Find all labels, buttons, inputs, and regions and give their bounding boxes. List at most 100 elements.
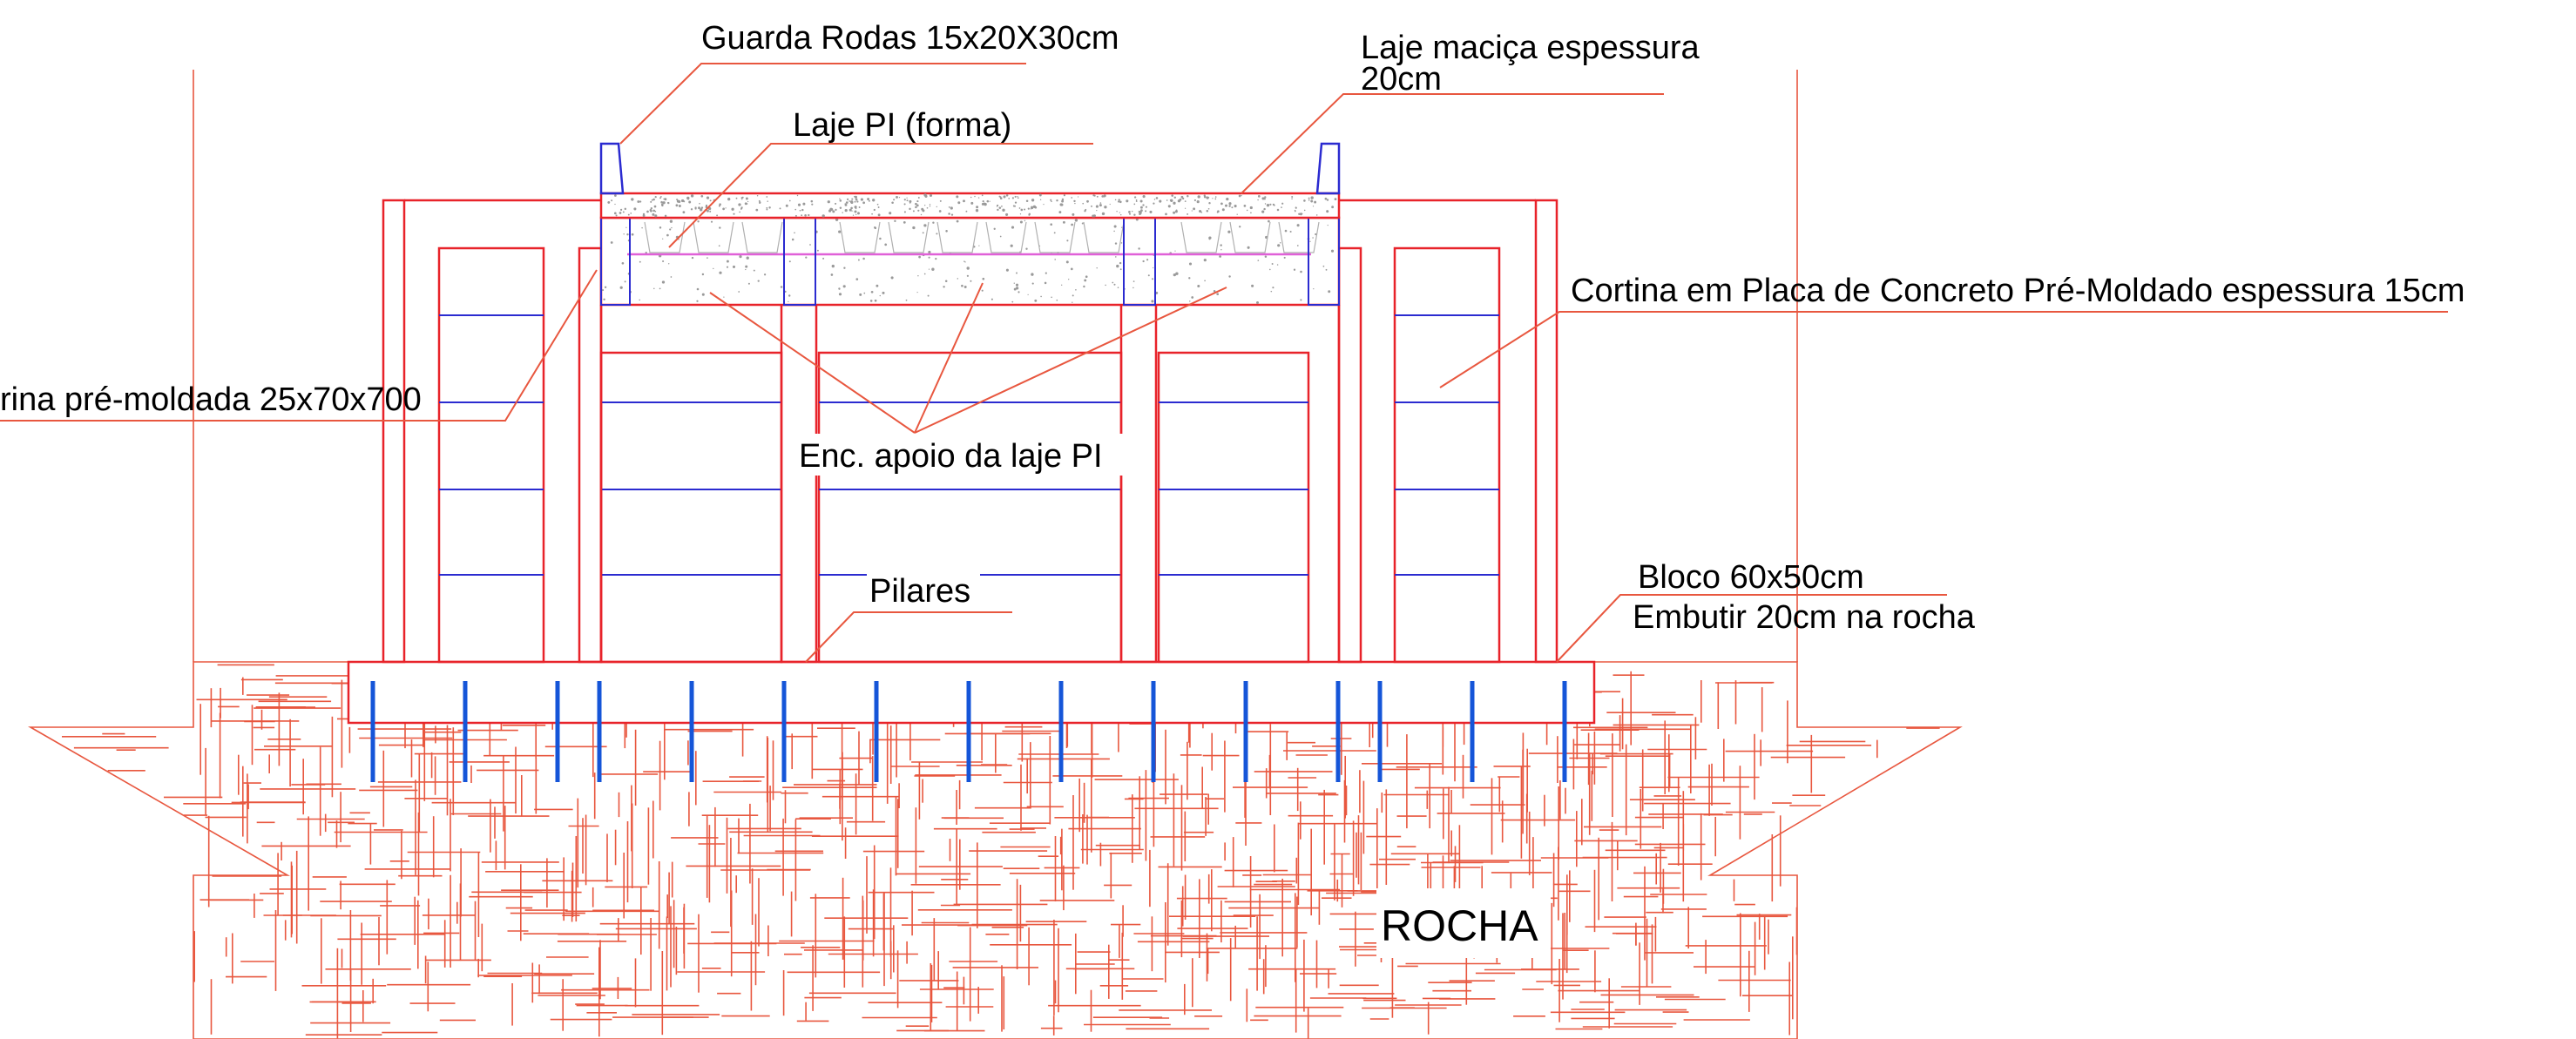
concrete-speck [733, 213, 735, 215]
concrete-speck [898, 196, 901, 199]
concrete-speck [794, 232, 795, 234]
concrete-speck [741, 196, 744, 199]
concrete-speck [650, 209, 652, 213]
concrete-speck [862, 257, 865, 260]
concrete-speck [903, 221, 906, 224]
concrete-speck [912, 210, 915, 213]
form-rib [1034, 221, 1076, 253]
concrete-speck [639, 299, 640, 301]
concrete-speck [855, 198, 858, 201]
concrete-speck [799, 209, 801, 212]
concrete-speck [652, 209, 656, 213]
concrete-speck [928, 256, 930, 259]
concrete-speck [998, 195, 1001, 198]
concrete-speck [1269, 203, 1272, 206]
concrete-speck [625, 226, 627, 228]
concrete-speck [1101, 212, 1105, 216]
concrete-speck [903, 211, 906, 213]
precast-panel [1157, 351, 1310, 664]
concrete-speck [1155, 197, 1159, 199]
concrete-speck [855, 278, 859, 280]
concrete-speck [747, 282, 750, 285]
concrete-speck [1139, 199, 1143, 203]
concrete-speck [651, 199, 653, 201]
concrete-speck [1113, 230, 1115, 233]
concrete-speck [1131, 210, 1133, 213]
concrete-speck [660, 203, 664, 206]
concrete-speck [1018, 207, 1021, 209]
concrete-speck [1116, 264, 1119, 268]
concrete-speck [867, 198, 870, 201]
concrete-speck [1246, 209, 1248, 212]
precast-panel [1393, 246, 1501, 664]
label-rocha: ROCHA [1381, 901, 1538, 950]
concrete-speck [982, 277, 985, 280]
concrete-speck [1135, 200, 1138, 202]
concrete-speck [755, 208, 759, 212]
concrete-speck [697, 220, 700, 223]
label-laje-macica-line2: 20cm [1361, 61, 1442, 98]
concrete-speck [1117, 200, 1120, 203]
concrete-speck [924, 205, 926, 206]
concrete-speck [1173, 273, 1176, 277]
concrete-speck [690, 208, 693, 211]
concrete-speck [882, 291, 885, 294]
concrete-speck [845, 201, 849, 204]
concrete-speck [1031, 273, 1034, 276]
concrete-speck [850, 206, 853, 210]
concrete-speck [879, 294, 881, 297]
rock-anchor-bars [370, 681, 1567, 782]
concrete-speck [1015, 283, 1019, 287]
concrete-speck [1261, 210, 1265, 213]
concrete-speck [1081, 222, 1084, 225]
concrete-speck [858, 206, 861, 208]
concrete-speck [686, 196, 690, 200]
concrete-speck [1303, 209, 1306, 212]
concrete-speck [993, 227, 996, 230]
leader-guarda-rodas [619, 63, 1026, 145]
concrete-speck [801, 214, 803, 217]
concrete-speck [759, 201, 761, 205]
concrete-speck [1003, 195, 1006, 199]
concrete-speck [1139, 206, 1143, 209]
concrete-speck [1099, 202, 1102, 204]
concrete-speck [828, 209, 832, 213]
concrete-speck [794, 214, 797, 217]
concrete-speck [1056, 299, 1058, 301]
concrete-speck [650, 200, 652, 203]
concrete-speck [1208, 238, 1211, 240]
concrete-speck [832, 210, 835, 213]
leader-cortina [1439, 311, 2448, 388]
concrete-speck [889, 212, 892, 215]
concrete-speck [1224, 204, 1228, 207]
concrete-speck [1167, 205, 1171, 208]
concrete-speck [1005, 268, 1009, 272]
concrete-speck [1191, 296, 1194, 299]
concrete-speck [1050, 223, 1052, 226]
concrete-speck [1086, 199, 1089, 203]
concrete-speck [699, 202, 700, 205]
concrete-speck [1207, 207, 1210, 210]
concrete-speck [768, 206, 771, 209]
concrete-speck [950, 206, 953, 210]
concrete-speck [1308, 199, 1310, 201]
concrete-speck [1132, 287, 1134, 289]
concrete-speck [981, 202, 984, 206]
concrete-speck [603, 298, 605, 300]
concrete-speck [710, 220, 713, 223]
concrete-speck [921, 207, 924, 211]
concrete-speck [653, 287, 655, 290]
concrete-speck [1208, 201, 1211, 205]
concrete-speck [1017, 196, 1018, 198]
concrete-speck [859, 293, 862, 296]
concrete-speck [1266, 204, 1270, 207]
leader-pilares [805, 611, 1012, 663]
concrete-speck [909, 199, 912, 203]
concrete-speck [1014, 201, 1018, 204]
concrete-speck [683, 200, 686, 203]
concrete-speck [1227, 230, 1231, 233]
concrete-speck [1199, 210, 1202, 213]
concrete-speck [1084, 279, 1087, 282]
concrete-speck [1024, 208, 1026, 211]
concrete-speck [976, 206, 979, 209]
